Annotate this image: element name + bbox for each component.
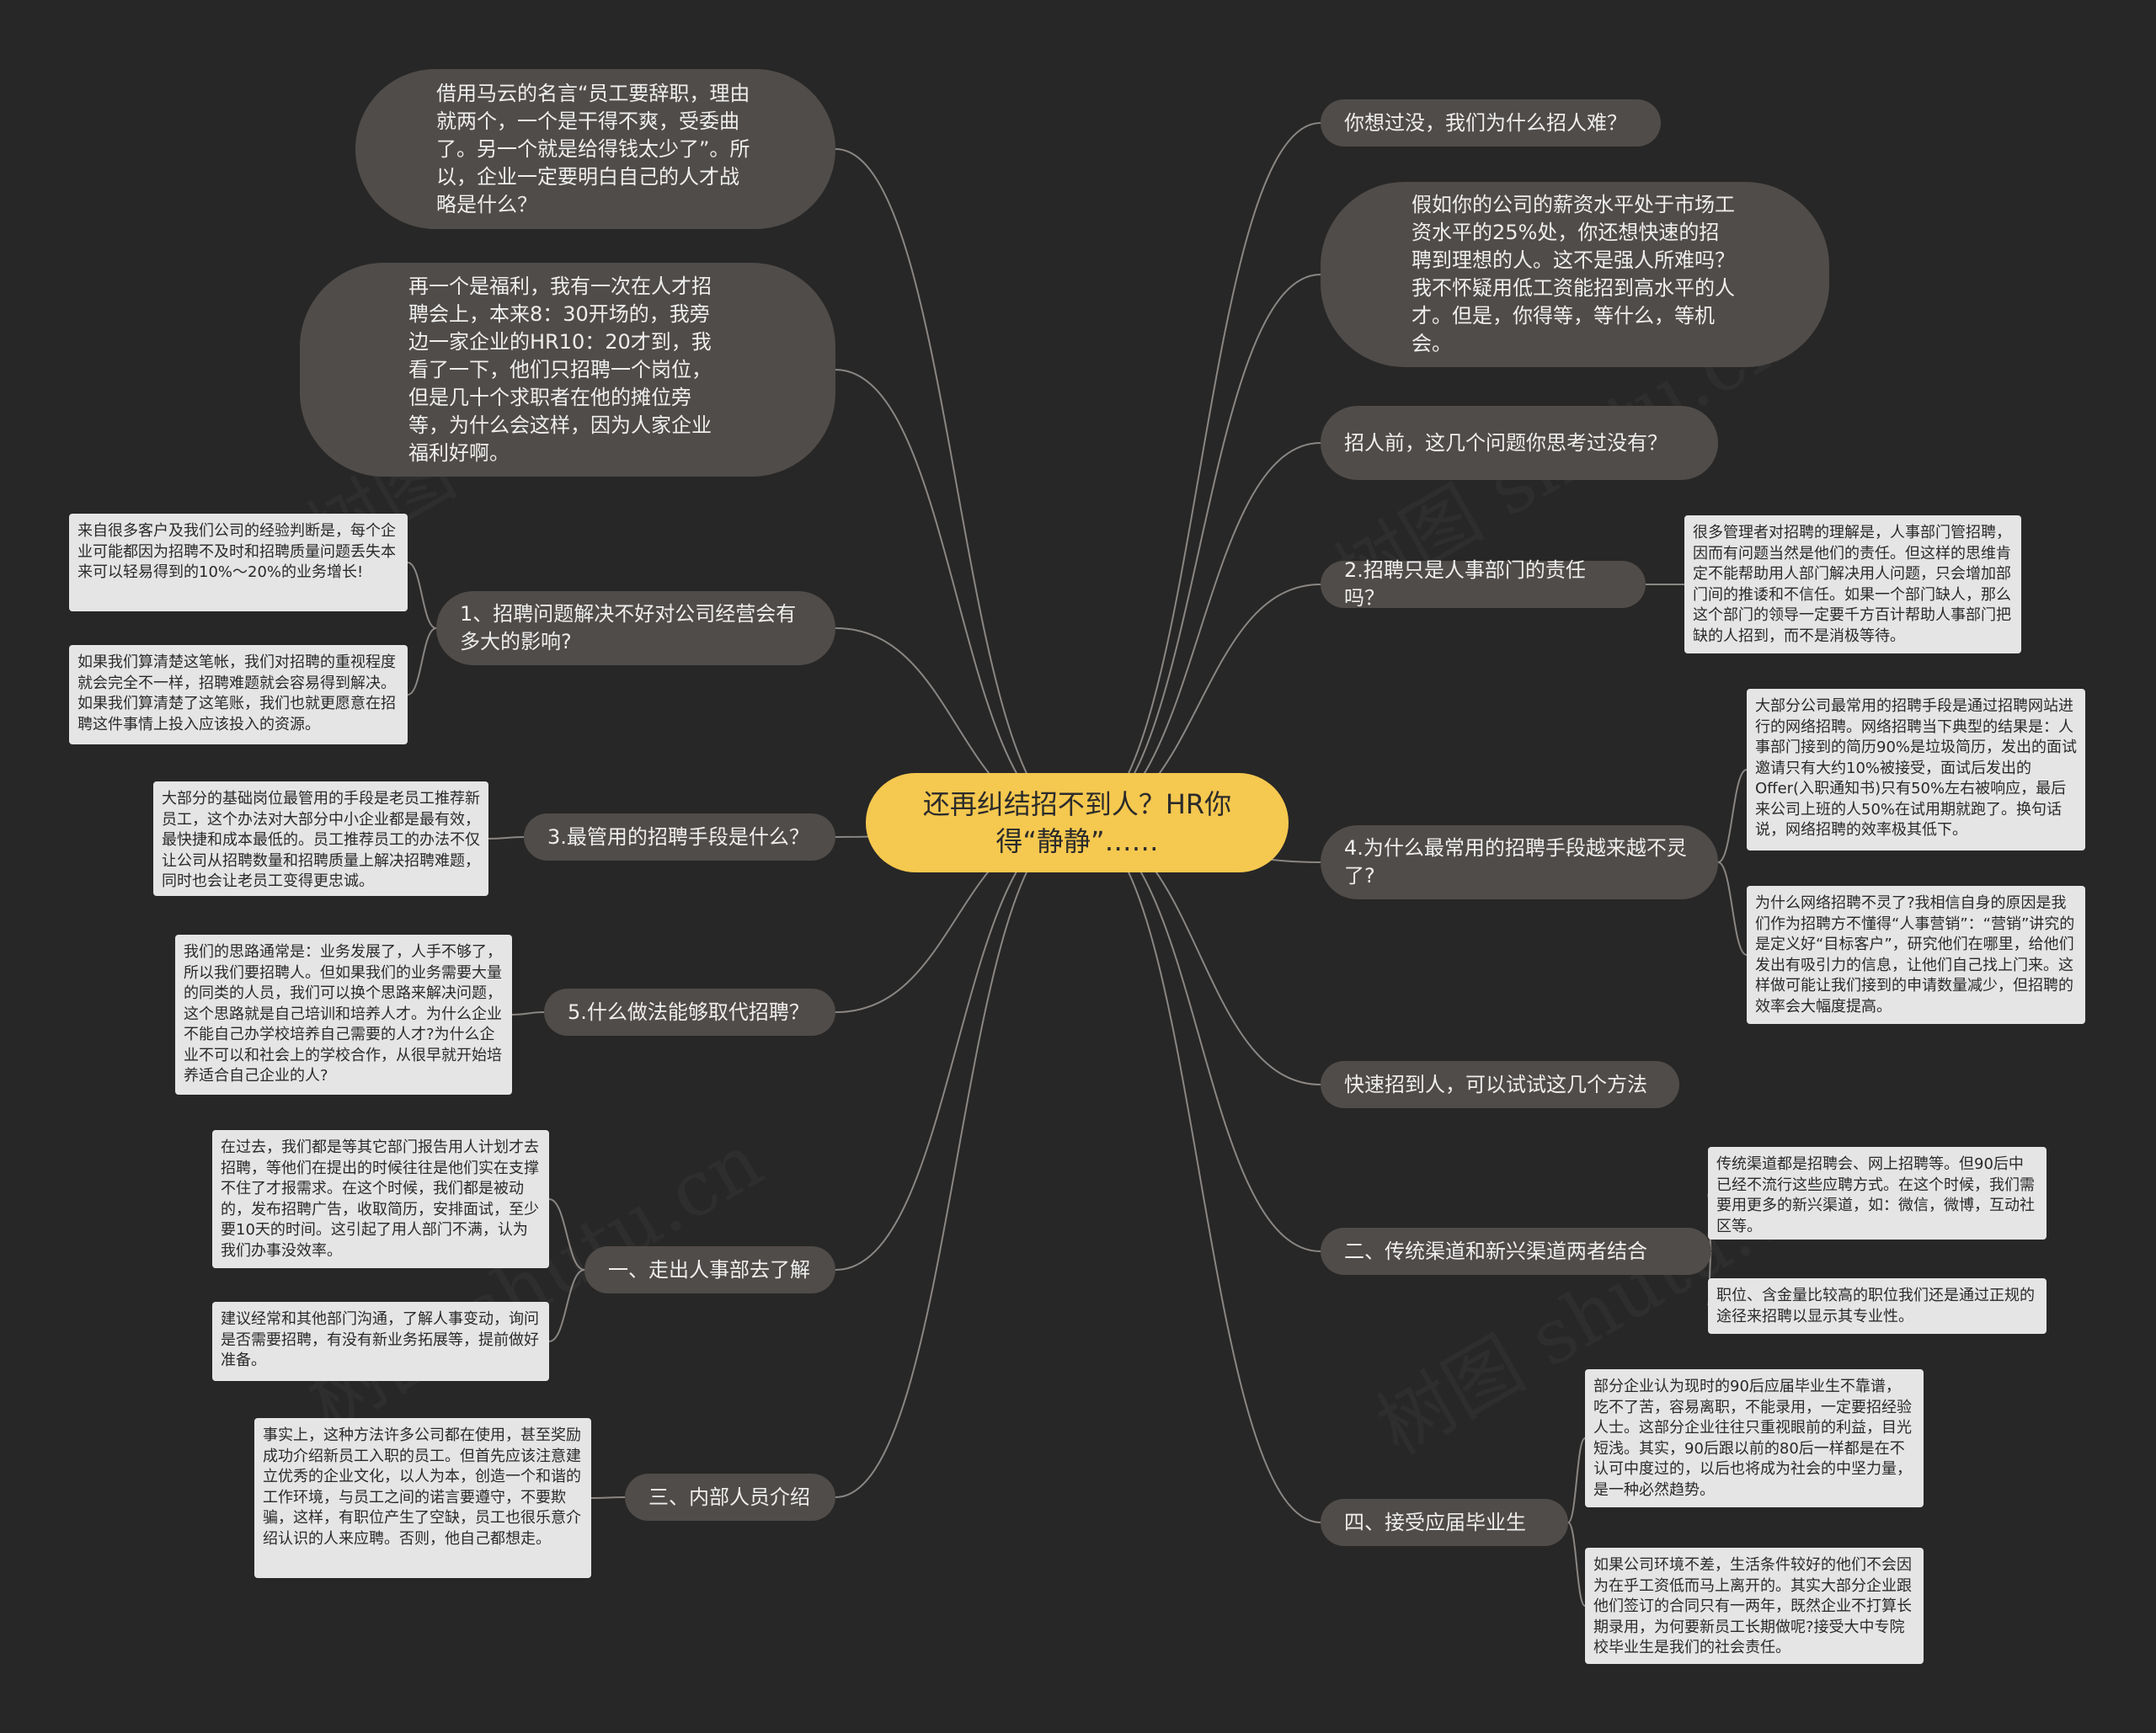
central-topic[interactable]: 还再纠结招不到人？HR你得“静静”…… (866, 773, 1289, 872)
note-connector-line (1717, 769, 1748, 863)
note-go-out-hr-1: 在过去，我们都是等其它部门报告用人计划才去招聘，等他们在提出的时候往往是他们实在… (212, 1130, 549, 1268)
connector-line (835, 148, 1079, 824)
branch-method-failing[interactable]: 4.为什么最常用的招聘手段越来越不灵了? (1321, 825, 1718, 899)
note-connector-line (488, 836, 525, 840)
note-channels-2: 职位、含金量比较高的职位我们还是通过正规的途径来招聘以显示其专业性。 (1708, 1278, 2047, 1334)
note-best-method: 大部分的基础岗位最管用的手段是老员工推荐新员工，这个办法对大部分中小企业都是最有… (153, 781, 488, 896)
note-recruiting-impact-2: 如果我们算清楚这笔帐，我们对招聘的重视程度就会完全不一样，招聘难题就会容易得到解… (69, 645, 408, 744)
note-connector-line (407, 562, 437, 629)
note-go-out-hr-2: 建议经常和其他部门沟通，了解人事变动，询问是否需要招聘，有没有新业务拓展等，提前… (212, 1302, 549, 1381)
branch-replace-recruiting[interactable]: 5.什么做法能够取代招聘？ (544, 989, 835, 1036)
branch-go-out-hr[interactable]: 一、走出人事部去了解 (584, 1246, 835, 1293)
branch-fast-methods[interactable]: 快速招到人，可以试试这几个方法 (1321, 1061, 1679, 1108)
left-bubble-welfare[interactable]: 再一个是福利，我有一次在人才招聘会上，本来8：30开场的，我旁边一家企业的HR1… (300, 263, 835, 477)
left-bubble-mayun-quote[interactable]: 借用马云的名言“员工要辞职，理由就两个，一个是干得不爽，受委曲了。另一个就是给得… (355, 69, 835, 229)
branch-channels[interactable]: 二、传统渠道和新兴渠道两者结合 (1321, 1228, 1711, 1275)
note-hr-responsibility: 很多管理者对招聘的理解是，人事部门管招聘，因而有问题当然是他们的责任。但这样的思… (1684, 515, 2021, 653)
note-replace-recruiting: 我们的思路通常是：业务发展了，人手不够了，所以我们要招聘人。但如果我们的业务需要… (175, 935, 512, 1095)
connector-line (1077, 822, 1321, 1252)
branch-hr-responsibility[interactable]: 2.招聘只是人事部门的责任吗？ (1321, 558, 1646, 610)
right-bubble-salary[interactable]: 假如你的公司的薪资水平处于市场工资水平的25%处，你还想快速的招聘到理想的人。这… (1321, 182, 1829, 367)
note-method-failing-2: 为什么网络招聘不灵了?我相信自身的原因是我们作为招聘方不懂得“人事营销”：“营销… (1747, 886, 2085, 1024)
note-graduates-2: 如果公司环境不差，生活条件较好的他们不会因为在乎工资低而马上离开的。其实大部分企… (1585, 1548, 1924, 1664)
connector-line (835, 822, 1079, 1271)
connector-line (1077, 274, 1321, 824)
note-connector-line (590, 1496, 626, 1499)
note-connector-line (511, 1011, 545, 1016)
note-channels-1: 传统渠道都是招聘会、网上招聘等。但90后中已经不流行这些应聘方式。在这个时候，我… (1708, 1147, 2047, 1240)
connector-line (835, 822, 1079, 1498)
note-connector-line (1717, 861, 1748, 956)
connector-line (1077, 122, 1321, 824)
branch-best-method[interactable]: 3.最管用的招聘手段是什么？ (524, 813, 835, 861)
branch-recruiting-impact[interactable]: 1、招聘问题解决不好对公司经营会有多大的影响? (436, 591, 835, 665)
note-connector-line (1567, 1522, 1586, 1607)
connector-line (835, 369, 1079, 824)
note-connector-line (1567, 1437, 1586, 1523)
note-recruiting-impact-1: 来自很多客户及我们公司的经验判断是，每个企业可能都因为招聘不及时和招聘质量问题丢… (69, 514, 408, 611)
note-connector-line (407, 627, 437, 696)
branch-think-first[interactable]: 招人前，这几个问题你思考过没有？ (1321, 406, 1718, 480)
note-internal-referral: 事实上，这种方法许多公司都在使用，甚至奖励成功介绍新员工入职的员工。但首先应该注… (254, 1418, 591, 1578)
branch-why-hard[interactable]: 你想过没，我们为什么招人难？ (1321, 99, 1661, 147)
branch-internal-referral[interactable]: 三、内部人员介绍 (625, 1474, 835, 1521)
branch-graduates[interactable]: 四、接受应届毕业生 (1321, 1499, 1568, 1546)
connector-line (1077, 822, 1321, 1523)
note-graduates-1: 部分企业认为现时的90后应届毕业生不靠谱，吃不了苦，容易离职，不能录用，一定要招… (1585, 1369, 1924, 1507)
note-method-failing-1: 大部分公司最常用的招聘手段是通过招聘网站进行的网络招聘。网络招聘当下典型的结果是… (1747, 689, 2085, 851)
connector-line (1077, 442, 1321, 824)
